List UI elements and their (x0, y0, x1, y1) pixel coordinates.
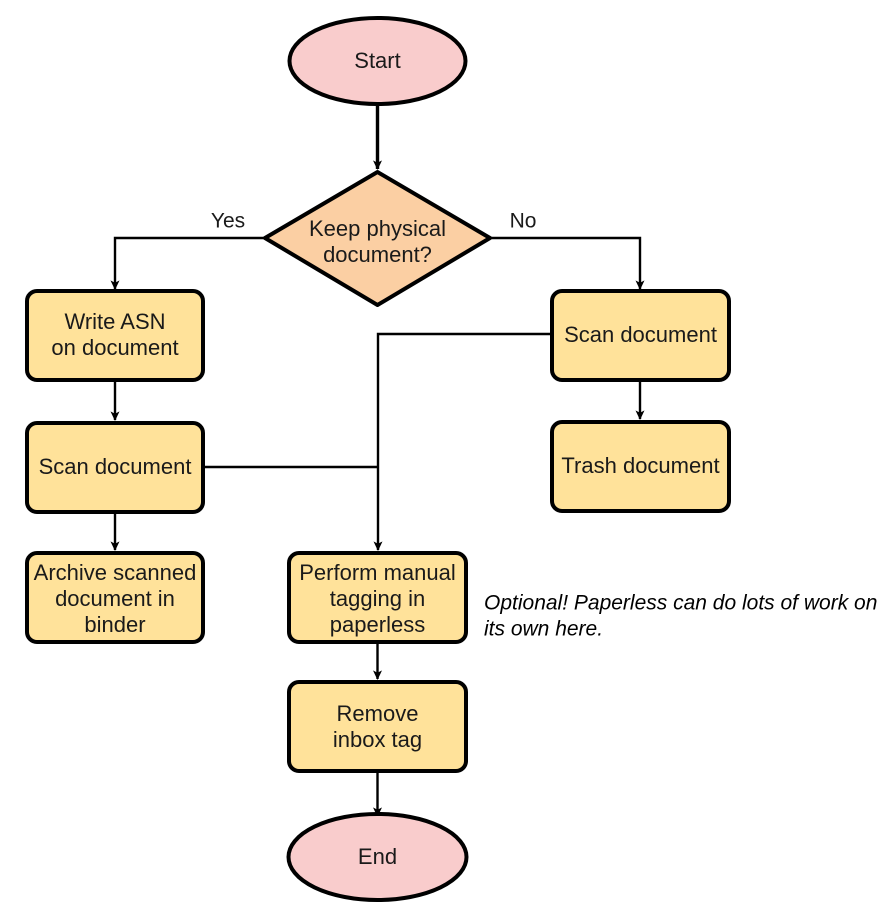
edge-decision-no-to-scan-right (490, 236, 645, 290)
edge-label-yes: Yes (211, 210, 245, 233)
node-remove-inbox-tag[interactable]: Remove inbox tag (287, 680, 468, 773)
scan-document-right-box (550, 289, 731, 382)
scan-document-right-label: Scan document (564, 322, 717, 347)
annotation-optional-note: Optional! Paperless can do lots of work … (484, 592, 877, 641)
decision-label-line2: document? (323, 242, 432, 267)
start-label: Start (354, 48, 400, 73)
annotation-line2: its own here. (484, 618, 603, 641)
write-asn-label-line1: Write ASN (64, 309, 165, 334)
archive-label-line1: Archive scanned (34, 560, 197, 585)
end-ellipse (286, 812, 469, 902)
start-ellipse (287, 16, 468, 106)
trash-document-label: Trash document (561, 453, 719, 478)
node-perform-manual-tagging[interactable]: Perform manual tagging in paperless (287, 551, 468, 644)
decision-label-line1: Keep physical (309, 216, 446, 241)
trash-document-box (550, 420, 731, 513)
manual-tagging-box (287, 551, 468, 644)
scan-document-left-box (25, 421, 205, 514)
edge-decision-yes-to-write-asn (110, 236, 265, 290)
manual-tagging-label-line1: Perform manual (299, 560, 456, 585)
archive-label-line2: document in (55, 586, 175, 611)
scan-document-left-label: Scan document (39, 454, 192, 479)
manual-tagging-label-line2: tagging in (330, 586, 425, 611)
end-label: End (358, 844, 397, 869)
archive-box (25, 551, 205, 644)
node-scan-document-right[interactable]: Scan document (550, 289, 731, 382)
node-start[interactable]: Start (287, 16, 468, 106)
node-end[interactable]: End (286, 812, 469, 902)
node-trash-document[interactable]: Trash document (550, 420, 731, 513)
decision-diamond (263, 170, 492, 307)
node-scan-document-left[interactable]: Scan document (25, 421, 205, 514)
archive-label-line3: binder (84, 612, 145, 637)
node-archive-scanned-document[interactable]: Archive scanned document in binder (25, 551, 205, 644)
edge-scan-right-to-manual-tagging (373, 332, 552, 551)
manual-tagging-label-line3: paperless (330, 612, 425, 637)
write-asn-label-line2: on document (51, 335, 178, 360)
write-asn-box (25, 289, 205, 382)
edge-label-no: No (510, 210, 537, 233)
remove-inbox-tag-label-line1: Remove (337, 701, 419, 726)
node-decision-keep-physical-document[interactable]: Keep physical document? (263, 170, 492, 307)
remove-inbox-tag-box (287, 680, 468, 773)
annotation-line1: Optional! Paperless can do lots of work … (484, 592, 877, 615)
remove-inbox-tag-label-line2: inbox tag (333, 727, 422, 752)
node-write-asn[interactable]: Write ASN on document (25, 289, 205, 382)
